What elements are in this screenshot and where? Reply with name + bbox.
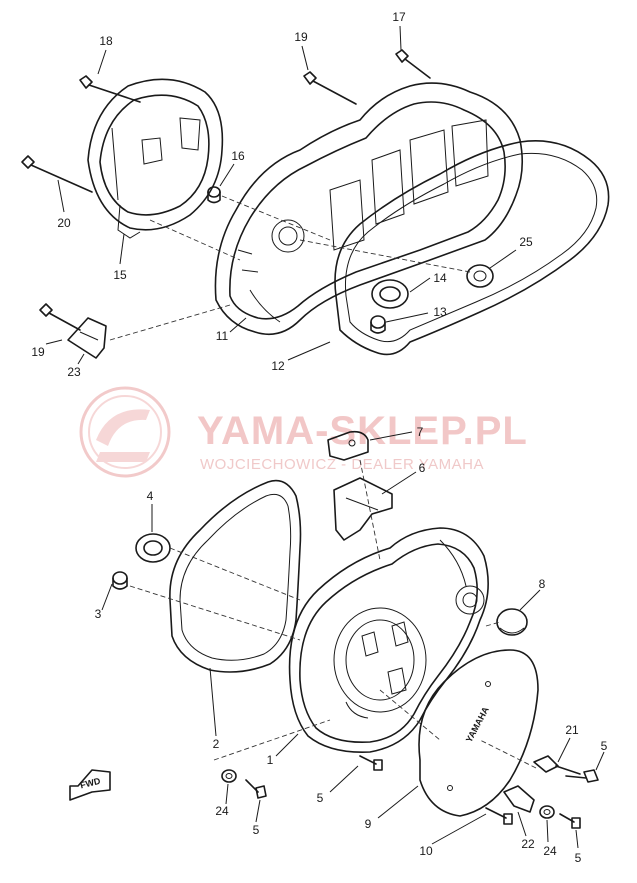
part-5-bolt-center <box>359 755 383 771</box>
callout-3: 3 <box>95 607 102 621</box>
part-21-collar <box>533 755 581 775</box>
part-12-gasket <box>334 140 610 356</box>
callout-19-lower: 19 <box>31 345 45 359</box>
part-11-crankcase-cover <box>214 82 524 336</box>
part-14-oil-seal <box>371 279 409 309</box>
callout-13: 13 <box>433 305 447 319</box>
callout-12: 12 <box>271 359 285 373</box>
callout-20: 20 <box>57 216 71 230</box>
part-16-dowel-pin <box>207 186 221 204</box>
callout-15: 15 <box>113 268 127 282</box>
part-15-generator-cover <box>87 78 224 239</box>
part-5-bolt-right-lower <box>559 813 581 829</box>
part-8-cap <box>496 608 528 636</box>
watermark-logo <box>79 386 171 478</box>
watermark-dealer: WOJCIECHOWICZ - DEALER YAMAHA <box>200 456 484 473</box>
part-9-outer-cover: YAMAHA <box>418 649 539 817</box>
callout-7: 7 <box>417 425 424 439</box>
callout-14: 14 <box>433 271 447 285</box>
callout-23: 23 <box>67 365 81 379</box>
part-5-bolt-right-upper <box>565 769 599 783</box>
part-20-long-bolt <box>21 155 93 193</box>
part-6-bracket <box>333 477 393 541</box>
callout-5-center: 5 <box>317 791 324 805</box>
part-2-gasket <box>169 479 302 673</box>
fwd-label: FWD <box>79 776 102 791</box>
part-24-washer-left <box>221 769 237 783</box>
callout-5-right-lower: 5 <box>575 851 582 865</box>
part-19-bolt-upper <box>303 71 357 105</box>
cover-logo-text: YAMAHA <box>464 705 491 744</box>
callout-1: 1 <box>267 753 274 767</box>
part-24-washer-right <box>539 805 555 819</box>
callout-16: 16 <box>231 149 245 163</box>
part-23-clamp <box>67 317 107 359</box>
part-17-bolt <box>395 49 431 79</box>
part-19-bolt-lower <box>39 303 81 331</box>
part-3-dowel <box>112 571 128 590</box>
callout-2: 2 <box>213 737 220 751</box>
callout-24-right: 24 <box>543 844 557 858</box>
callout-11: 11 <box>216 329 229 343</box>
callout-5-left: 5 <box>253 823 260 837</box>
part-22-bracket <box>503 785 535 813</box>
part-13-dowel <box>370 315 386 334</box>
callout-21: 21 <box>565 723 579 737</box>
part-25-plug <box>466 264 494 288</box>
part-7-plate <box>327 430 369 461</box>
part-18-bolt <box>79 75 141 103</box>
callout-25: 25 <box>519 235 533 249</box>
part-1-clutch-cover <box>288 527 489 753</box>
leader-lines <box>45 25 605 849</box>
callout-18: 18 <box>99 34 113 48</box>
watermark-brand: YAMA-SKLEP.PL <box>197 409 528 453</box>
callout-6: 6 <box>419 461 426 475</box>
fwd-arrow-icon: FWD <box>69 769 111 801</box>
callout-8: 8 <box>539 577 546 591</box>
callout-10: 10 <box>419 844 433 858</box>
callout-4: 4 <box>147 489 154 503</box>
callout-19-upper: 19 <box>294 30 308 44</box>
callout-5-right-upper: 5 <box>601 739 608 753</box>
part-10-bolt <box>485 807 513 825</box>
callout-9: 9 <box>365 817 372 831</box>
part-5-bolt-left <box>245 779 267 799</box>
part-4-oil-seal <box>135 533 171 563</box>
callout-22: 22 <box>521 837 535 851</box>
watermark: YAMA-SKLEP.PL WOJCIECHOWICZ - DEALER YAM… <box>79 386 528 478</box>
callout-17: 17 <box>392 10 406 24</box>
callout-labels: 18 19 17 16 20 15 25 14 13 11 19 23 12 7… <box>31 10 607 865</box>
callout-24-left: 24 <box>215 804 229 818</box>
